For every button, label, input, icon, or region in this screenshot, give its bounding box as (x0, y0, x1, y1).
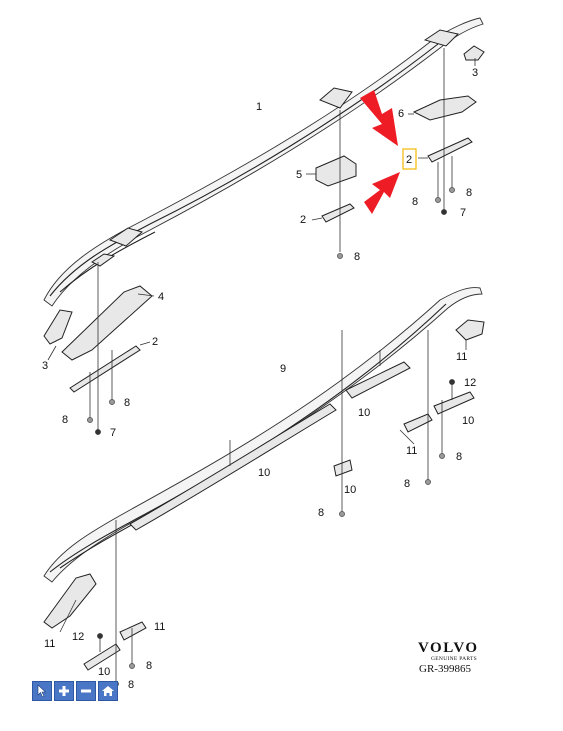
zoom-out-button[interactable] (76, 681, 96, 701)
home-icon (102, 686, 114, 696)
callout-3-rear: 3 (472, 67, 478, 79)
callout-4: 4 (158, 291, 164, 303)
plate-2-left (69, 345, 141, 393)
callout-8-lower-c: 8 (318, 507, 324, 519)
brand-subtitle: GENUINE PARTS (431, 656, 477, 662)
bracket-10-mid (333, 459, 353, 477)
pointer-button[interactable] (32, 681, 52, 701)
callout-11-rear: 11 (456, 351, 467, 363)
red-arrow-bottom (364, 172, 400, 214)
callout-2-left: 2 (152, 336, 158, 348)
callout-8-upper-d: 8 (124, 397, 130, 409)
red-arrow-top (360, 90, 398, 146)
bracket-11-right (403, 413, 433, 433)
callout-8-lower-d: 8 (146, 660, 152, 672)
callout-10-mid: 10 (344, 484, 356, 496)
end-cap-11-rear (455, 319, 485, 341)
cover-6 (412, 95, 477, 121)
diagram-reference-code: GR-399865 (419, 663, 471, 675)
callout-9: 9 (280, 363, 286, 375)
zoom-toolbar (32, 681, 118, 701)
callout-8-lower-a: 8 (456, 451, 462, 463)
callout-2-mid: 2 (300, 214, 306, 226)
zoom-in-icon (59, 686, 69, 696)
callout-8-upper-c: 8 (354, 251, 360, 263)
callout-8-lower-b: 8 (404, 478, 410, 490)
callout-10-long: 10 (258, 467, 270, 479)
end-cap-rear-upper (463, 45, 485, 61)
callout-11-left: 11 (154, 621, 165, 633)
callout-7-upper: 7 (460, 207, 466, 219)
callout-11-right: 11 (406, 445, 417, 457)
highlight-box (402, 148, 417, 170)
callout-8-upper-a: 8 (412, 196, 418, 208)
brand-logo-text: VOLVO (418, 640, 479, 656)
roof-rail-upper (43, 17, 484, 307)
callout-8-lower-e: 8 (128, 679, 134, 691)
bracket-10-left (83, 643, 121, 671)
strip-10-short (345, 361, 411, 399)
plate-2-mid (321, 203, 355, 223)
callout-7-left: 7 (110, 427, 116, 439)
callout-3-front: 3 (42, 360, 48, 372)
callout-12-left: 12 (72, 631, 84, 643)
zoom-in-button[interactable] (54, 681, 74, 701)
strip-10-long (129, 403, 337, 531)
callout-2-highlight: 2 (406, 154, 412, 166)
home-button[interactable] (98, 681, 118, 701)
callout-6: 6 (398, 108, 404, 120)
end-cap-front-upper (43, 309, 73, 345)
callout-1: 1 (256, 101, 262, 113)
bracket-10-right (433, 391, 475, 415)
zoom-out-icon (81, 689, 91, 693)
callout-11-front: 11 (44, 638, 55, 650)
bracket-11-left (119, 621, 147, 641)
plate-2-right (427, 137, 473, 163)
callout-10-left: 10 (98, 666, 110, 678)
callout-10-short: 10 (358, 407, 370, 419)
callout-8-upper-b: 8 (466, 187, 472, 199)
callout-5: 5 (296, 169, 302, 181)
pointer-icon (37, 684, 47, 698)
callout-8-upper-e: 8 (62, 414, 68, 426)
callout-12-right: 12 (464, 377, 476, 389)
end-cap-11-front (43, 573, 97, 629)
block-5 (315, 155, 357, 187)
callout-10-right: 10 (462, 415, 474, 427)
